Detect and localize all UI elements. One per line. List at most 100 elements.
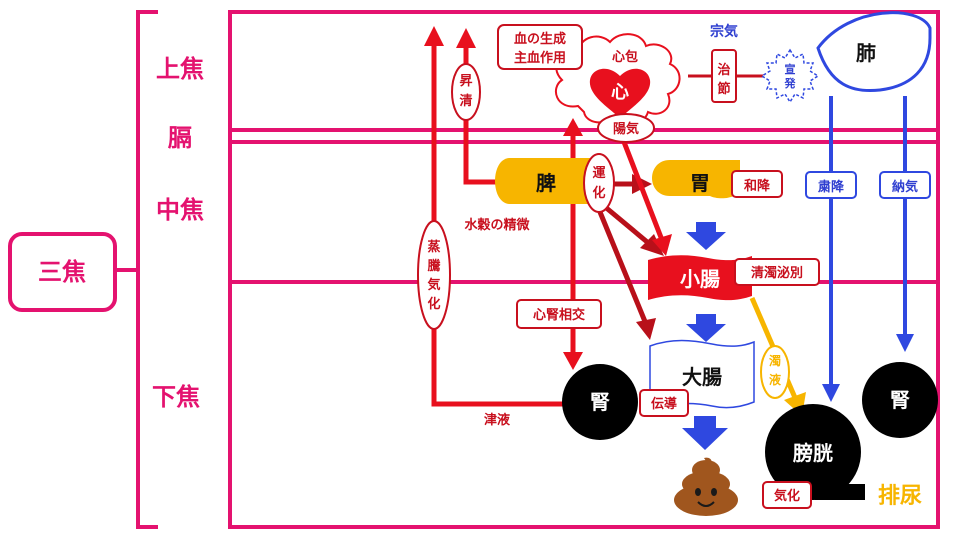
qi-transform-box: 気化	[762, 481, 812, 509]
stool-top	[692, 460, 720, 480]
yangqi-to-small-intestine-head	[652, 234, 672, 256]
transport-oval: 運 化	[583, 153, 615, 213]
sanshou-bracket	[136, 10, 158, 529]
purify-descend-arrow	[822, 96, 840, 402]
body-fluid-label: 津液	[484, 412, 510, 428]
turbid-line1: 濁	[769, 353, 781, 368]
harmonize-frame	[731, 170, 783, 198]
heart-kidney-box: 心腎相交	[516, 299, 602, 329]
separate-label: 清濁泌別	[751, 265, 803, 281]
yang-qi-oval: 陽気	[597, 113, 655, 143]
disperse-line2: 発	[784, 76, 797, 90]
lung-label: 肺	[856, 41, 876, 65]
ascend-clear-line2: 清	[459, 93, 472, 109]
transport-to-large-intestine-head	[636, 318, 656, 340]
conduct-frame	[639, 389, 689, 417]
kidney-right-shape	[862, 362, 938, 438]
steam-line1: 蒸	[427, 239, 440, 255]
stool-tip	[704, 457, 712, 464]
heart-kidney-arrow-head-down	[563, 352, 583, 370]
stool-eye-right	[711, 488, 717, 496]
sanshou-main-box	[8, 232, 117, 312]
large-intestine-to-stool-arrow	[682, 416, 728, 450]
upper-jiao-label: 上焦	[156, 55, 204, 83]
transport-line2: 化	[592, 185, 605, 201]
blood-production-box: 血の生成 主血作用	[497, 24, 583, 70]
conduct-box: 伝導	[639, 389, 689, 417]
receive-qi-arrow	[896, 96, 914, 352]
small-to-large-intestine-arrow	[686, 314, 726, 342]
steam-line3: 気	[427, 277, 440, 293]
kidney-right-label: 腎	[890, 388, 910, 412]
purify-descend-label: 粛降	[817, 179, 845, 195]
sanshou-main-label: 三焦	[38, 258, 86, 286]
pericardium-label: 心包	[612, 49, 638, 65]
transport-to-small-intestine	[602, 204, 654, 248]
outer-frame	[228, 10, 940, 529]
ascend-clear-line1: 昇	[459, 74, 472, 89]
stomach-to-small-intestine-arrow	[686, 222, 726, 250]
yang-qi-label: 陽気	[613, 121, 639, 137]
essence-label: 水穀の精微	[464, 217, 530, 233]
separate-box: 清濁泌別	[734, 258, 820, 286]
large-intestine-label: 大腸	[682, 365, 722, 389]
transport-arrows	[597, 141, 672, 340]
steam-arrow-line	[431, 40, 575, 407]
ascend-clear-oval: 昇 清	[451, 63, 481, 121]
transport-to-small-intestine-head	[640, 234, 664, 256]
receive-qi-label: 納気	[892, 179, 918, 195]
membrane-label: 膈	[167, 124, 192, 152]
transport-frame	[583, 153, 615, 213]
turbid-line2: 液	[769, 372, 781, 387]
lung-shape-group: 肺	[816, 11, 932, 93]
steam-line4: 化	[427, 296, 440, 312]
heart-kidney-arrow	[563, 118, 583, 370]
separate-frame	[734, 258, 820, 286]
blood-production-line1: 血の生成	[514, 31, 566, 47]
bladder-label: 膀胱	[792, 441, 833, 465]
small-intestine-shape	[648, 255, 752, 301]
steam-arrow-head	[424, 26, 444, 46]
small-intestine-label: 小腸	[680, 267, 720, 291]
urination-label: 排尿	[878, 484, 922, 509]
blood-production-frame	[497, 24, 583, 70]
heart-kidney-label: 心腎相交	[533, 307, 585, 323]
kidney-left-shape	[562, 364, 638, 440]
sanshou-frame: 三焦 上焦 膈 中焦 下焦	[8, 10, 940, 529]
stool-icon	[674, 457, 738, 516]
yang-qi-frame	[597, 113, 655, 143]
heart-kidney-arrow-head-up	[563, 118, 583, 136]
kidney-right-group: 腎	[862, 362, 938, 438]
stomach-label: 胃	[690, 171, 710, 195]
steam-oval: 蒸 騰 気 化	[417, 220, 451, 330]
purify-descend-head	[822, 384, 840, 402]
stool-eye-left	[695, 488, 701, 496]
bladder-shape	[765, 404, 861, 500]
bladder-group: 膀胱	[765, 404, 865, 500]
qi-transform-label: 気化	[774, 488, 800, 504]
regulate-line1: 治	[717, 62, 730, 78]
steam-frame	[417, 220, 451, 330]
regulate-box: 治 節	[711, 49, 737, 103]
yangqi-to-small-intestine	[621, 141, 665, 241]
lower-jiao-label: 下焦	[152, 383, 200, 411]
turbid-oval: 濁 液	[760, 345, 790, 399]
kidney-left-group: 腎	[562, 364, 638, 440]
regulate-frame	[711, 49, 737, 103]
stool-middle	[682, 471, 730, 497]
middle-jiao-label: 中焦	[156, 196, 204, 224]
purify-descend-frame	[805, 171, 857, 199]
transport-line1: 運	[592, 166, 605, 181]
purify-descend-box: 粛降	[805, 171, 857, 199]
transport-to-large-intestine	[597, 211, 649, 325]
conduct-label: 伝導	[651, 396, 677, 412]
ascend-arrow-head	[456, 28, 476, 48]
heart-kidney-frame	[516, 299, 602, 329]
harmonize-label: 和降	[744, 178, 771, 194]
turbid-frame	[760, 345, 790, 399]
receive-qi-head	[896, 334, 914, 352]
disperse-line1: 宣	[785, 62, 796, 76]
blood-production-line2: 主血作用	[514, 50, 566, 66]
regulate-line2: 節	[717, 81, 730, 97]
